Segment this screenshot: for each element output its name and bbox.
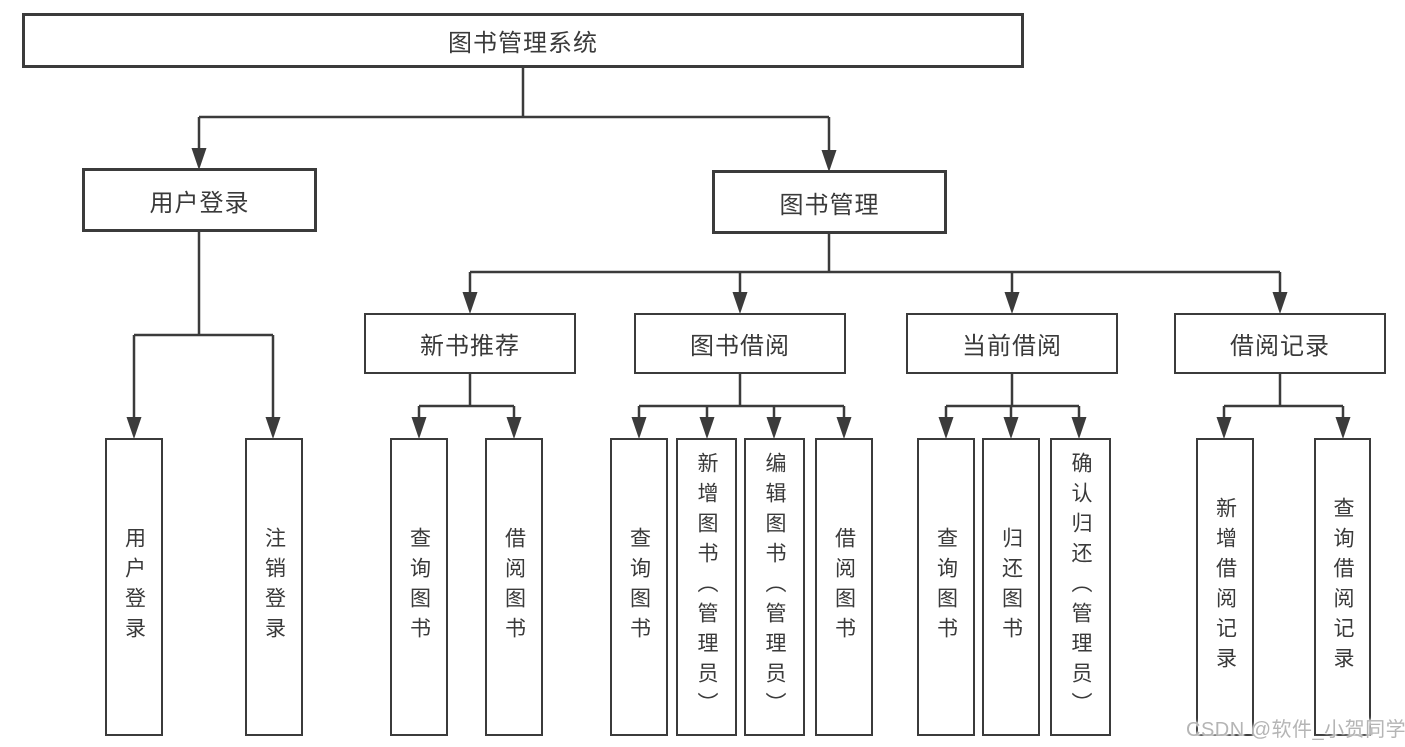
node-borrowing-records-label: 借阅记录 xyxy=(1230,333,1330,360)
leaf-borrowing-query-books: 查询图书 xyxy=(610,438,668,736)
leaf-add-book-admin-label: 新增图书（管理员） xyxy=(695,452,718,722)
node-current-borrowing: 当前借阅 xyxy=(906,313,1118,374)
leaf-borrowing-query-books-label: 查询图书 xyxy=(627,527,651,647)
leaf-return-books-label: 归还图书 xyxy=(999,527,1023,647)
leaf-add-borrow-record-label: 新增借阅记录 xyxy=(1213,497,1237,677)
node-book-management-label: 图书管理 xyxy=(779,191,880,219)
leaf-query-borrow-record-label: 查询借阅记录 xyxy=(1331,497,1354,677)
leaf-add-borrow-record: 新增借阅记录 xyxy=(1196,438,1254,736)
arrowheads xyxy=(126,148,1351,439)
leaf-current-query-books-label: 查询图书 xyxy=(934,527,958,647)
node-new-book-recommend: 新书推荐 xyxy=(364,313,576,374)
leaf-logout: 注销登录 xyxy=(245,438,303,736)
node-root-library-system: 图书管理系统 xyxy=(22,13,1024,68)
leaf-recommend-borrow-books-label: 借阅图书 xyxy=(502,527,526,647)
node-book-borrowing: 图书借阅 xyxy=(634,313,846,374)
node-root-label: 图书管理系统 xyxy=(448,30,598,57)
leaf-borrowing-borrow-books-label: 借阅图书 xyxy=(832,527,856,647)
csdn-watermark: CSDN @软件_小贺同学 xyxy=(1186,719,1405,741)
leaf-user-login: 用户登录 xyxy=(105,438,163,736)
node-new-book-recommend-label: 新书推荐 xyxy=(420,333,520,360)
node-user-login: 用户登录 xyxy=(82,168,317,232)
leaf-return-books: 归还图书 xyxy=(982,438,1040,736)
leaf-confirm-return-admin-label: 确认归还（管理员） xyxy=(1069,452,1092,722)
node-borrowing-records: 借阅记录 xyxy=(1174,313,1386,374)
leaf-edit-book-admin: 编辑图书（管理员） xyxy=(744,438,805,736)
node-book-management: 图书管理 xyxy=(712,170,947,234)
leaf-recommend-borrow-books: 借阅图书 xyxy=(485,438,543,736)
leaf-confirm-return-admin: 确认归还（管理员） xyxy=(1050,438,1111,736)
leaf-logout-label: 注销登录 xyxy=(262,527,286,647)
leaf-recommend-query-books: 查询图书 xyxy=(390,438,448,736)
leaf-borrowing-borrow-books: 借阅图书 xyxy=(815,438,873,736)
leaf-user-login-label: 用户登录 xyxy=(122,527,146,647)
node-book-borrowing-label: 图书借阅 xyxy=(690,333,790,360)
leaf-add-book-admin: 新增图书（管理员） xyxy=(676,438,737,736)
leaf-current-query-books: 查询图书 xyxy=(917,438,975,736)
leaf-edit-book-admin-label: 编辑图书（管理员） xyxy=(763,452,786,722)
node-user-login-label: 用户登录 xyxy=(149,189,250,217)
leaf-query-borrow-record: 查询借阅记录 xyxy=(1314,438,1371,736)
node-current-borrowing-label: 当前借阅 xyxy=(962,333,1062,360)
leaf-recommend-query-books-label: 查询图书 xyxy=(407,527,431,647)
